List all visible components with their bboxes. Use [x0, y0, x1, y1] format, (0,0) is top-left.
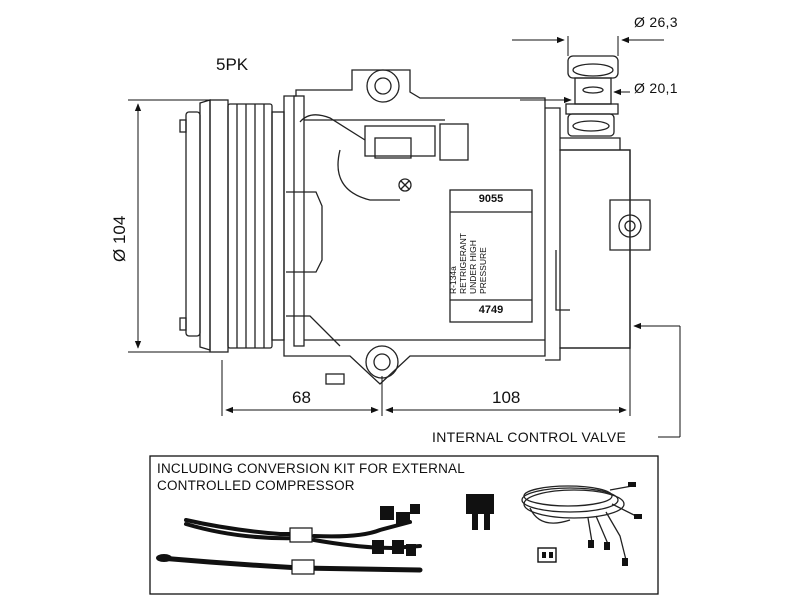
relay-block	[466, 494, 494, 530]
pulley-diameter-label: Ø 104	[110, 215, 129, 262]
sticker-line-1: R-134a	[448, 266, 458, 294]
kit-box	[149, 455, 659, 595]
dimension-108-label: 108	[492, 388, 521, 407]
kit-description: INCLUDING CONVERSION KIT FOR EXTERNAL CO…	[157, 460, 465, 494]
sticker-frame	[449, 189, 533, 323]
sticker-top-code: 9055	[478, 193, 504, 205]
dimension-68-label: 68	[292, 388, 311, 407]
kit-line-2: CONTROLLED COMPRESSOR	[157, 478, 355, 493]
kit-line-1: INCLUDING CONVERSION KIT FOR EXTERNAL	[157, 461, 465, 476]
dimension-bottom	[221, 348, 631, 416]
dimension-pulley-diameter	[128, 99, 210, 353]
dimension-port-small	[520, 88, 630, 104]
wiring-harness-long	[184, 518, 422, 551]
compressor-body	[283, 55, 651, 385]
port-large-diameter-label: Ø 26,3	[634, 14, 678, 30]
sticker-line-2: RETRIGERANT	[458, 233, 468, 294]
electrical-connector	[299, 114, 469, 201]
sticker-line-3: UNDER HIGH	[468, 240, 478, 294]
control-valve-label: INTERNAL CONTROL VALVE	[432, 429, 627, 445]
belt-label: 5PK	[216, 55, 249, 74]
sticker-text-block: R-134a RETRIGERANT UNDER HIGH PRESSURE	[448, 212, 530, 300]
kit-items	[156, 482, 642, 575]
pulley	[179, 99, 285, 353]
sticker-bottom-code: 4749	[478, 304, 504, 316]
sticker-line-4: PRESSURE	[478, 247, 488, 294]
dimension-port-large	[512, 36, 664, 56]
wire-coil	[521, 485, 637, 561]
control-valve-leader	[633, 322, 681, 438]
wiring-harness-short	[157, 555, 423, 573]
port-small-diameter-label: Ø 20,1	[634, 80, 678, 96]
fuse-adapter	[537, 547, 557, 563]
